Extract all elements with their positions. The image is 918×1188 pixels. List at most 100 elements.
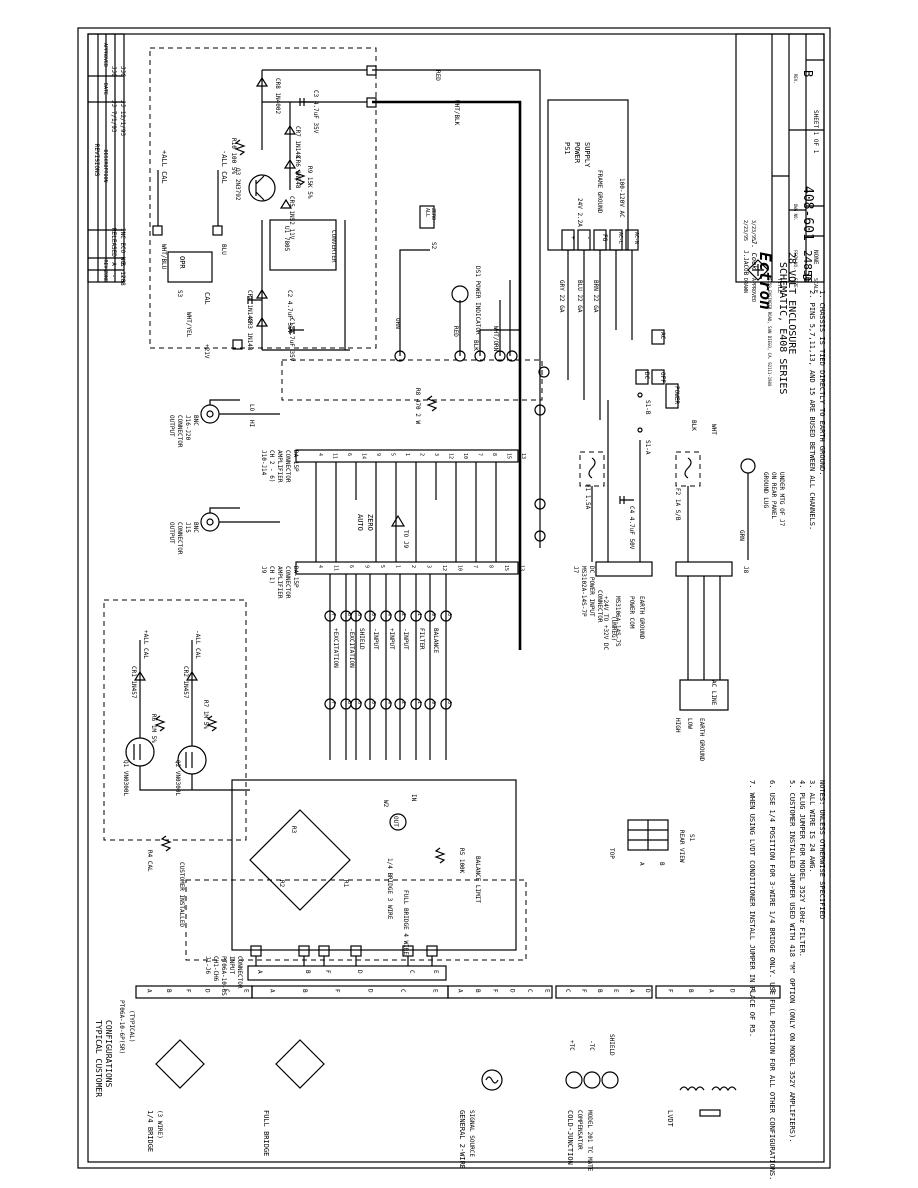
resistor-r9 xyxy=(294,169,306,186)
cust-pin-1-F: F xyxy=(334,989,341,993)
drawn-date: 2/23/95 xyxy=(742,220,748,241)
connector-j1-j6: J1-J6 CH1-CH6 PT06A-10-6S INPUT CONNECTO… xyxy=(204,945,447,996)
j1-pin-B: B xyxy=(304,970,311,974)
cust-part: PT06A-10-6P(SR) xyxy=(118,1000,125,1054)
lamp-ds1 xyxy=(451,285,469,303)
tc-label-plus: +TC xyxy=(568,1040,575,1051)
title-label: TITLE xyxy=(776,278,782,293)
j7-desc: DC POWER INPUT xyxy=(588,566,595,617)
fuse-f1 xyxy=(588,457,596,479)
cust-connector-3 xyxy=(555,985,653,999)
j16-hi: HI xyxy=(248,420,255,428)
cust-pin-2-D: D xyxy=(509,989,516,993)
diode-cr7 xyxy=(283,124,297,135)
switch-section: AC OFF DC POWER S1-B S1-A ALL ZERO S2 DS… xyxy=(394,205,680,455)
cust-pin-1-A: A xyxy=(268,989,275,993)
scale-value: NONE xyxy=(812,250,819,265)
wire-label-red-top: RED xyxy=(434,70,441,81)
cust-pin-0-E: E xyxy=(242,989,249,993)
signal-terminal-upper xyxy=(364,610,376,622)
approved-signature: J. Cook xyxy=(750,239,758,270)
j9-desc2: CONNECTOR xyxy=(284,566,291,599)
approved-date: 3/23/95 xyxy=(750,220,756,241)
signal-terminal-upper xyxy=(394,610,406,622)
j10-part: DA-15P xyxy=(292,450,299,472)
terminal-m xyxy=(152,225,163,236)
wire-label-wht-yel: WHT/YEL xyxy=(185,312,192,338)
j10-pin-5: 5 xyxy=(390,453,396,456)
j10-pin-12: 12 xyxy=(448,453,454,459)
ps1-term-fg-label: FG xyxy=(601,234,608,242)
rev-row-a-zone: - xyxy=(110,274,117,278)
signal-num-lower: 5 xyxy=(370,701,376,704)
wire-red-top xyxy=(372,69,541,548)
signal-num-lower: 1 xyxy=(416,701,422,704)
signal-terminal-lower xyxy=(424,698,436,710)
signal-terminal-upper xyxy=(380,610,392,622)
wire-label-blk-ds1: BLK xyxy=(472,340,479,351)
customer-configurations: TYPICAL CUSTOMER CONFIGURATIONS PT06A-10… xyxy=(94,985,781,1172)
cust-connector-1 xyxy=(251,985,449,999)
label-q2: Q2 VN0300L xyxy=(174,760,181,797)
diode-cr2 xyxy=(185,670,199,681)
regulator-u1 xyxy=(269,219,337,271)
label-r2: R2 xyxy=(278,880,285,888)
title-line2: 28 VOLT ENCLOSURE xyxy=(786,252,797,354)
signal-num-lower: 7 xyxy=(330,701,336,704)
s1-label-ac xyxy=(651,329,665,345)
note-5: 5. CUSTOMER INSTALLED JUMPER USED WITH 4… xyxy=(788,780,796,1142)
cust-pin-1-B: B xyxy=(301,989,308,993)
signal-num-upper: 8 xyxy=(346,613,352,616)
j1-pin-box-D xyxy=(350,945,362,957)
diode-cr1 xyxy=(133,670,147,681)
jumper-w2 xyxy=(389,813,407,831)
gnd-lug-1: GROUND LUG xyxy=(762,472,769,509)
ps1-label-frame-ground: FRAME GROUND xyxy=(596,170,603,214)
signal-label-0: +EXCITATION xyxy=(332,628,339,668)
resistor-r10 xyxy=(234,139,246,156)
cust-typ: (TYPICAL) xyxy=(128,1010,135,1043)
ps1-term-acn-label: AC-N xyxy=(633,232,639,244)
j7-mate: MS3106A-14S-7S xyxy=(614,596,621,647)
ps1-desc1: POWER xyxy=(573,142,581,164)
j9-pin-13: 13 xyxy=(519,565,525,571)
transistor-q3 xyxy=(248,174,276,202)
cust-title1: TYPICAL CUSTOMER xyxy=(94,1020,103,1097)
rev-header-desc: DESCRIPTION xyxy=(102,149,108,182)
label-opr: OPR xyxy=(178,256,186,269)
label-out: OUT xyxy=(392,816,399,827)
j1-pin-D: D xyxy=(356,970,363,974)
cust-pin-0-B: B xyxy=(165,989,172,993)
ac-line-label: AC LINE xyxy=(710,680,717,706)
dc-input-label: +24V TO +32V DC xyxy=(602,596,609,651)
cust-label-2: GENERAL 2-WIRE xyxy=(458,1110,466,1169)
dwg-label: DWG NO. xyxy=(793,204,798,221)
label-plus-all-cal-top: +ALL CAL xyxy=(160,150,168,184)
label-r5: R5 100K xyxy=(458,848,465,874)
signal-label-2: SHIELD xyxy=(358,628,365,650)
note-6: 6. USE 1/4 POSITION FOR 3-WIRE 1/4 BRIDG… xyxy=(768,780,776,1180)
j10-name: J10-J14 xyxy=(260,450,267,476)
fuse-f1-holder xyxy=(579,451,605,487)
cust-pin-4-F: F xyxy=(666,989,673,993)
j1-desc: INPUT xyxy=(228,956,235,974)
label-cr8: CR8 1N4002 xyxy=(274,78,281,115)
wire-label-wht-blu: WHT/BLU xyxy=(160,244,167,270)
label-c3: C3 4.7uF 35V xyxy=(312,90,319,134)
label-c1: C1 4.7uF 35V xyxy=(288,318,295,362)
j9-desc: AMPLIFIER xyxy=(276,566,283,599)
cust-label-3: COLD-JUNCTION xyxy=(566,1110,574,1165)
j9-pin-15: 15 xyxy=(503,565,509,571)
j1-pin-C: C xyxy=(408,970,415,974)
bridge-resistors xyxy=(249,809,351,911)
cust-sub-3: COMPENSATOR xyxy=(576,1110,583,1150)
signal-num-upper: 6 xyxy=(356,613,362,616)
signal-num-upper: 1 xyxy=(416,613,422,616)
cust-pin-2-B: B xyxy=(474,989,481,993)
output-connector-j16-j20: OUTPUT CONNECTOR J16-J20 BNC LO HI xyxy=(168,399,280,448)
j15-label-part: J15 xyxy=(184,522,191,533)
sheet-border xyxy=(77,27,831,1169)
rev-row-b-rev: B xyxy=(119,262,126,266)
capacitor-c3 xyxy=(299,98,314,106)
cust-sub-0: (3 WIRE) xyxy=(156,1110,163,1139)
